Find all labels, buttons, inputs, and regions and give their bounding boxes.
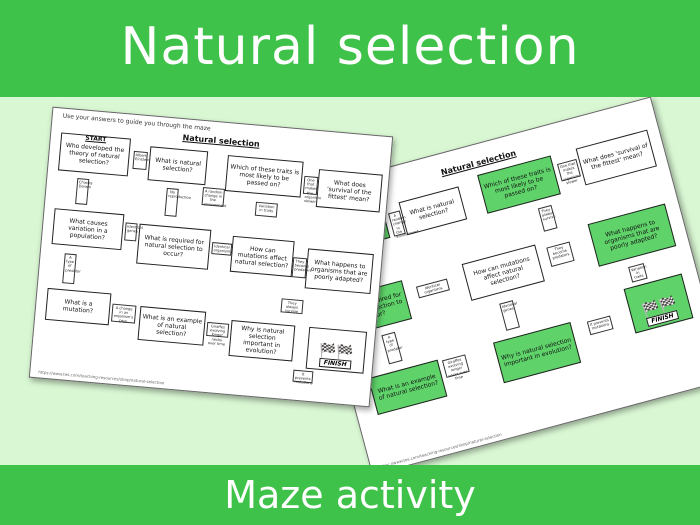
- title-banner: Natural selection: [0, 0, 700, 97]
- maze-box: What does 'survival of the fittest' mean…: [315, 169, 383, 213]
- maze-connector: One that makes the organism slower: [302, 175, 321, 204]
- maze-connector: Identical genes: [124, 222, 143, 242]
- maze-connector: A type of predator: [381, 331, 403, 365]
- maze-box: How can mutations affect natural selecti…: [461, 244, 545, 301]
- maze-connector: They become predators: [291, 257, 312, 279]
- maze-connector: Giraffes evolving longer necks over time: [206, 321, 230, 346]
- maze-connector: A change in an organism's DNA: [110, 303, 137, 324]
- maze-connector: Identical genes: [499, 300, 520, 331]
- maze-connector: Identical organisms: [415, 278, 450, 299]
- maze-box: What is a mutation?: [44, 287, 112, 326]
- maze-box: What is required for natural selection t…: [136, 223, 212, 270]
- maze-box: How can mutations affect natural selecti…: [229, 235, 295, 278]
- maze-box: What is natural selection?: [147, 146, 209, 186]
- banner-subtitle: Maze activity: [224, 473, 476, 517]
- maze-connector: They always survive: [537, 204, 558, 232]
- maze-box: What happens to organisms that are poorl…: [587, 203, 677, 267]
- maze-box: What causes variation in a population?: [51, 208, 125, 251]
- maze-connector: Variation in traits: [254, 201, 278, 218]
- maze-connector: Charles Darwin: [75, 178, 93, 206]
- banner-title: Natural selection: [120, 17, 580, 77]
- maze-box: Why is natural selection important in ev…: [493, 322, 582, 384]
- maze-connector: Giraffes evolving longer necks over time: [441, 354, 470, 381]
- maze-connector: Variation in traits: [628, 263, 648, 283]
- preview-area: Natural selection Who developed the theo…: [0, 97, 700, 465]
- maze-box: Why is natural selection important in ev…: [228, 320, 296, 362]
- maze-worksheet-blank: Use your answers to guide you through th…: [28, 106, 394, 408]
- maze-connector: A type of predator: [62, 253, 81, 285]
- maze-connector: They become predators: [546, 241, 575, 268]
- maze-connector: Identical organisms: [211, 242, 232, 256]
- maze-box: What is natural selection?: [398, 186, 468, 236]
- maze-connector: It prevents mutations: [292, 369, 314, 386]
- maze-connector: Albert Einstein: [132, 150, 150, 171]
- maze-box: What is an example of natural selection?: [367, 359, 448, 415]
- finish-box: 🏁🏁 FINISH: [305, 326, 368, 374]
- maze-box: Which of these traits is most likely to …: [224, 155, 304, 198]
- finish-box: 🏁🏁 FINISH: [623, 273, 694, 334]
- start-box: START Who developed the theory of natura…: [57, 132, 132, 177]
- maze-connector: No reproduction: [164, 187, 191, 217]
- maze-connector: A random change in the environment: [201, 187, 227, 208]
- maze-connector: One that makes the organism slower: [556, 158, 581, 185]
- maze-connector: It prevents mutations: [586, 315, 614, 336]
- source-url: https://www.tes.com/teaching-resources/s…: [38, 369, 165, 386]
- source-url: https://www.tes.com/teaching-resources/s…: [378, 431, 503, 465]
- subtitle-banner: Maze activity: [0, 465, 700, 525]
- maze-box: What happens to organisms that are poorl…: [304, 248, 374, 295]
- maze-connector: They always survive: [280, 298, 304, 314]
- maze-box: What is an example of natural selection?: [137, 306, 207, 346]
